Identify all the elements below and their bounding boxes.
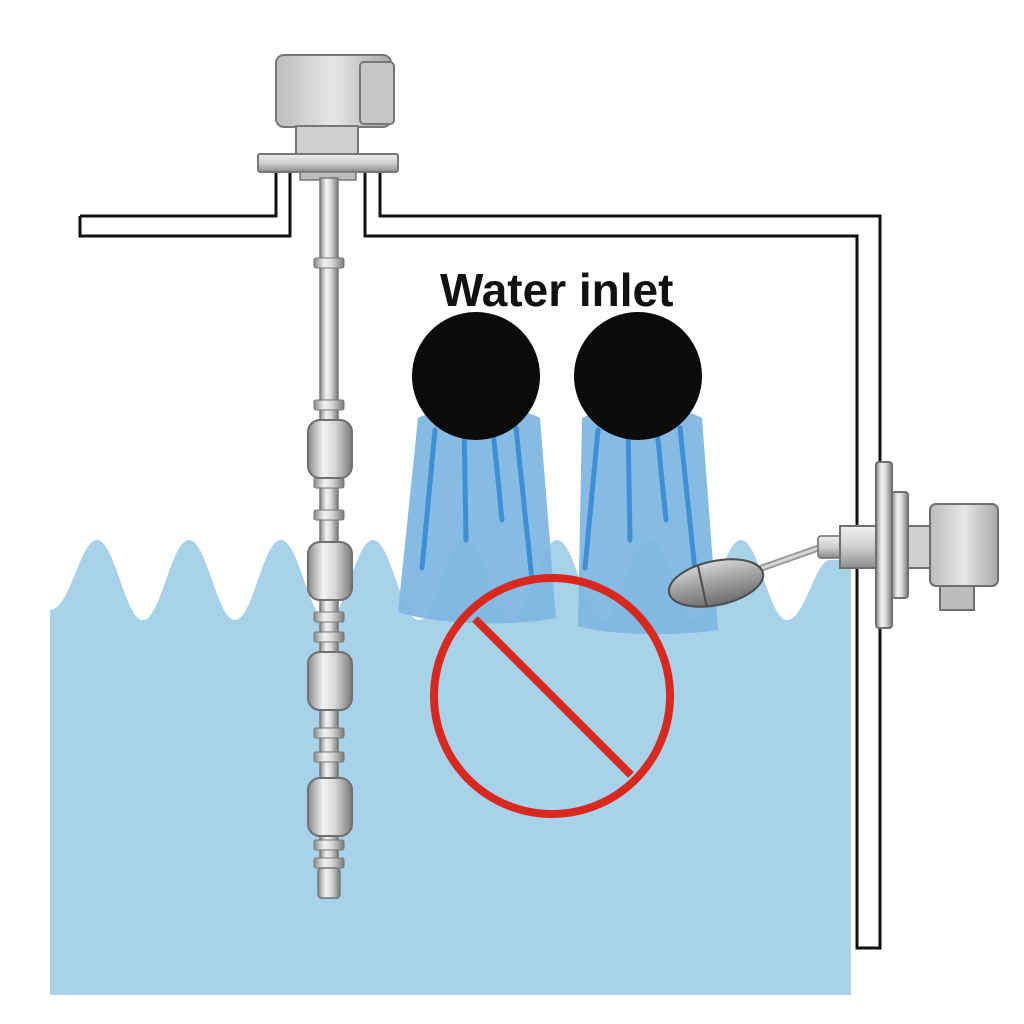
- float-3: [307, 651, 353, 711]
- inlet-pipe-right: [574, 312, 702, 440]
- float-1: [307, 419, 353, 479]
- prohibition-icon: [430, 574, 674, 818]
- inlet-pipe-left: [412, 312, 540, 440]
- stream-left: [398, 406, 556, 624]
- water-inlet-label: Water inlet: [440, 264, 674, 316]
- float-4: [307, 777, 353, 837]
- tank: [78, 172, 882, 950]
- side-float: [667, 558, 765, 608]
- side-mounted-float-switch: [667, 461, 999, 629]
- top-mounted-multipoint-float-switch: [257, 54, 399, 899]
- water-body: [50, 540, 851, 995]
- float-2: [307, 541, 353, 601]
- water-inlet-pipes: [412, 312, 702, 440]
